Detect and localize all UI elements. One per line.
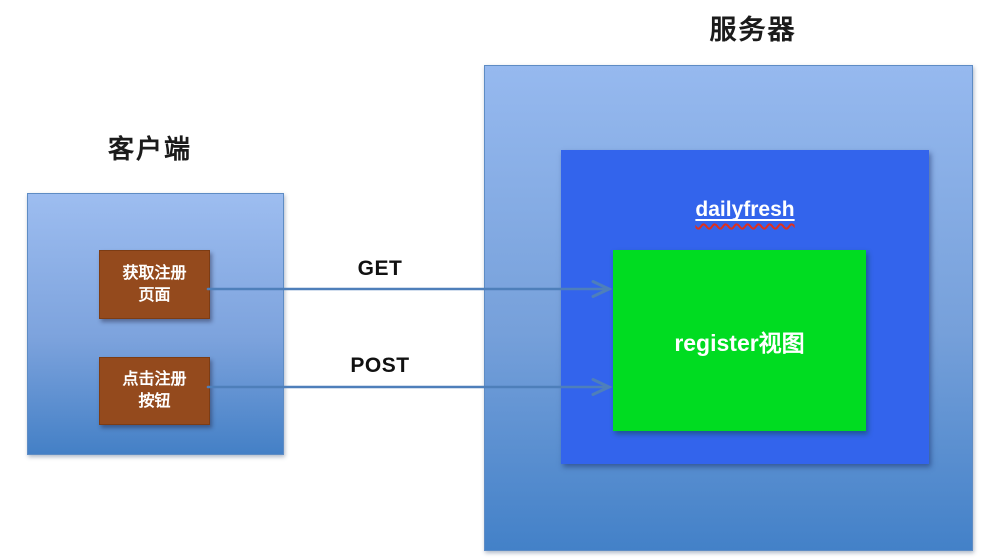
client-title: 客户端: [107, 135, 192, 164]
client-step-get-register-page: 获取注册 页面: [99, 250, 210, 319]
get-request-label: GET: [357, 257, 403, 280]
register-view-label: register视图: [674, 329, 805, 356]
post-request-label: POST: [350, 354, 410, 377]
server-title: 服务器: [709, 15, 797, 45]
register-view-box: register视图: [613, 250, 866, 431]
client-step-click-register-button: 点击注册 按钮: [99, 357, 210, 425]
dailyfresh-label-text: dailyfresh: [695, 198, 795, 221]
dailyfresh-label-underline: dailyfresh: [695, 198, 794, 221]
dailyfresh-label: dailyfresh: [561, 198, 929, 222]
